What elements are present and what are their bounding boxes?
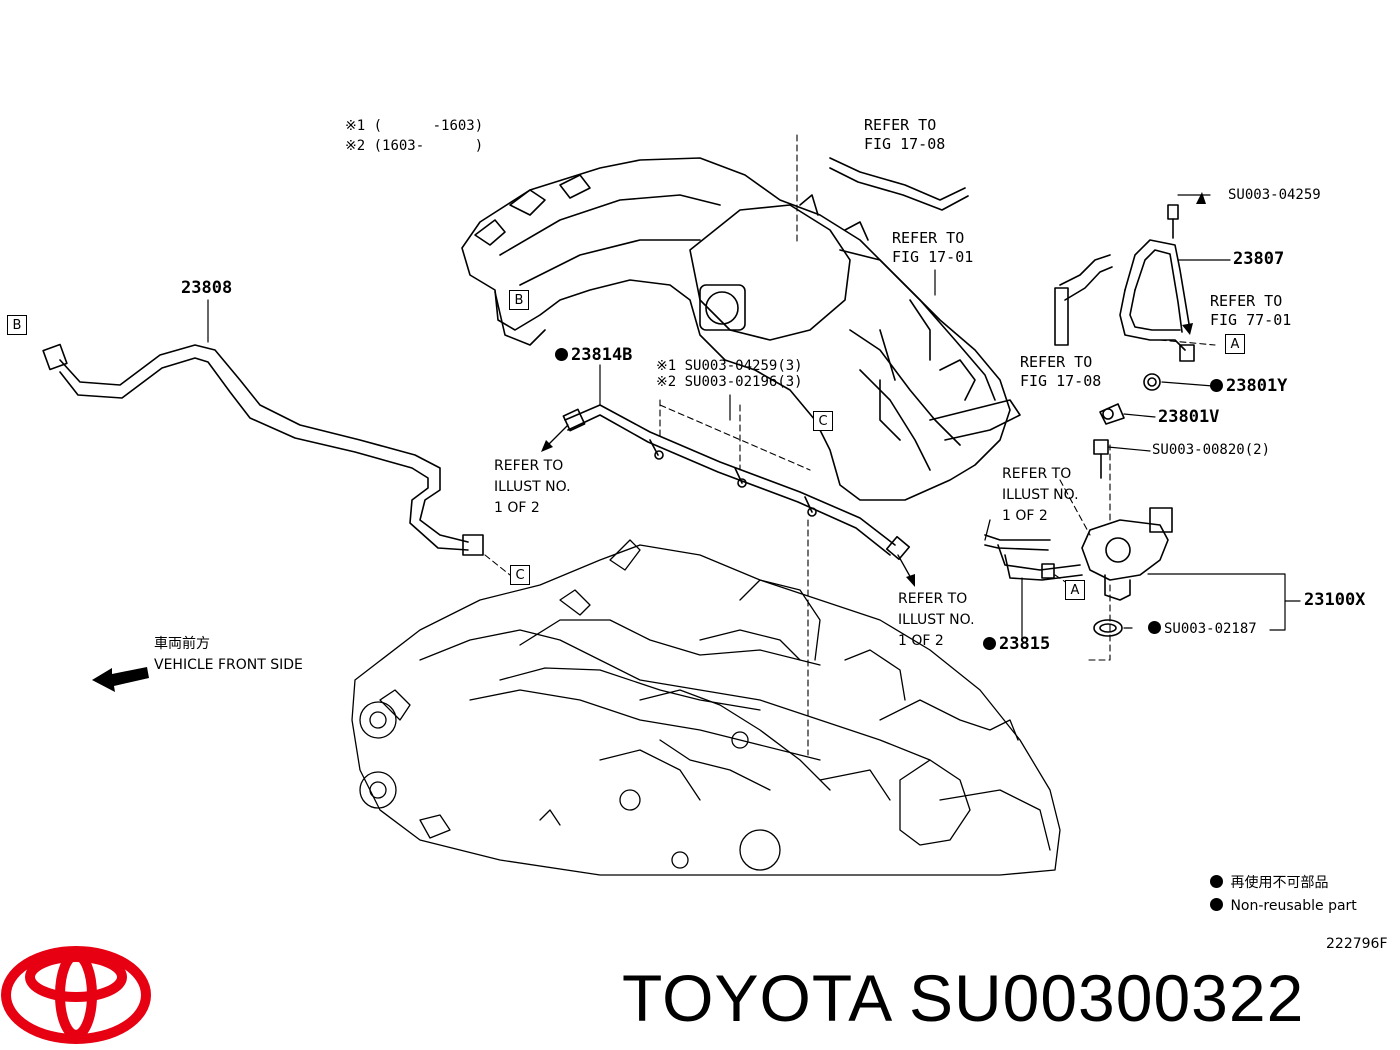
hose-fig-1708-top [829, 157, 966, 201]
part-number-text: 23801Y [1226, 376, 1288, 396]
leader-lines [207, 194, 1301, 639]
part-label-23807[interactable]: 23807 [1233, 249, 1285, 269]
vehicle-front-jp: 車両前方 [154, 636, 210, 652]
part-label-su003-00820[interactable]: SU003-00820(2) [1152, 442, 1271, 458]
part-label-su003-02196-3[interactable]: ※2 SU003-02196(3) [656, 375, 803, 389]
engine-block [351, 539, 1061, 876]
legend-en: Non-reusable part [1210, 898, 1357, 913]
part-label-23814b[interactable]: 23814B [555, 347, 632, 364]
pipe-23814b [562, 404, 911, 561]
hose-23815 [984, 534, 1083, 581]
non-reusable-dot-icon [1210, 898, 1223, 911]
footer-part-title: TOYOTA SU00300322 [622, 961, 1305, 1035]
connector-box-c-manifold[interactable]: C [813, 411, 833, 431]
variant-mark: ※2 [656, 374, 677, 390]
illustration-code: 222796F [1326, 936, 1388, 952]
part-number-text: SU003-02187 [1164, 621, 1257, 637]
legend-jp: 再使用不可部品 [1210, 875, 1328, 890]
non-reusable-dot-icon [983, 637, 996, 650]
connector-box-c[interactable]: C [510, 565, 530, 585]
hose-23807 [1054, 204, 1195, 362]
intake-manifold [461, 157, 1021, 501]
part-number-text: SU003-04259(3) [684, 358, 803, 374]
refer-illust-right[interactable]: REFER TO ILLUST NO. 1 OF 2 [1002, 466, 1079, 524]
vehicle-front-label: VEHICLE FRONT SIDE [154, 657, 303, 673]
fitting-23801 [1099, 373, 1161, 425]
refer-fig-17-01[interactable]: REFER TO FIG 17-01 [892, 229, 974, 266]
legend-en-text: Non-reusable part [1230, 898, 1357, 914]
part-label-23801v[interactable]: 23801V [1158, 407, 1220, 427]
connector-box-a-valve[interactable]: A [1065, 580, 1085, 600]
part-label-23801y[interactable]: 23801Y [1210, 378, 1287, 395]
refer-illust-bottom[interactable]: REFER TO ILLUST NO. 1 OF 2 [898, 591, 975, 649]
part-label-su003-02187[interactable]: SU003-02187 [1148, 621, 1257, 636]
part-label-23808[interactable]: 23808 [181, 278, 233, 298]
part-number-text: 23815 [999, 634, 1051, 654]
part-number-text: 23814B [571, 345, 633, 365]
refer-illust-left[interactable]: REFER TO ILLUST NO. 1 OF 2 [494, 458, 571, 516]
variant-note-1: ※1 ( -1603) [345, 118, 484, 134]
hose-23808 [42, 343, 484, 556]
legend-jp-text: 再使用不可部品 [1230, 875, 1329, 891]
non-reusable-dot-icon [555, 348, 568, 361]
non-reusable-dot-icon [1210, 875, 1223, 888]
non-reusable-dot-icon [1210, 379, 1223, 392]
connector-box-b-manifold[interactable]: B [509, 290, 529, 310]
connector-box-a[interactable]: A [1225, 334, 1245, 354]
refer-fig-17-08-top[interactable]: REFER TO FIG 17-08 [864, 116, 946, 153]
variant-mark: ※1 [656, 358, 677, 374]
purge-valve-23100x [1081, 439, 1173, 637]
refer-fig-77-01[interactable]: REFER TO FIG 77-01 [1210, 292, 1292, 329]
toyota-logo-icon [1, 946, 151, 1044]
part-label-23100x[interactable]: 23100X [1304, 590, 1366, 610]
connector-box-b[interactable]: B [7, 315, 27, 335]
part-label-su003-04259[interactable]: SU003-04259 [1228, 187, 1321, 203]
non-reusable-dot-icon [1148, 621, 1161, 634]
dashed-lines [484, 134, 1216, 756]
refer-arrows [547, 424, 991, 581]
part-number-text: SU003-02196(3) [684, 374, 803, 390]
part-label-su003-04259-3[interactable]: ※1 SU003-04259(3) [656, 359, 803, 373]
part-label-23815[interactable]: 23815 [983, 636, 1050, 653]
refer-fig-17-08-mid[interactable]: REFER TO FIG 17-08 [1020, 353, 1102, 390]
variant-note-2: ※2 (1603- ) [345, 138, 484, 154]
arrowheads [92, 192, 1206, 692]
